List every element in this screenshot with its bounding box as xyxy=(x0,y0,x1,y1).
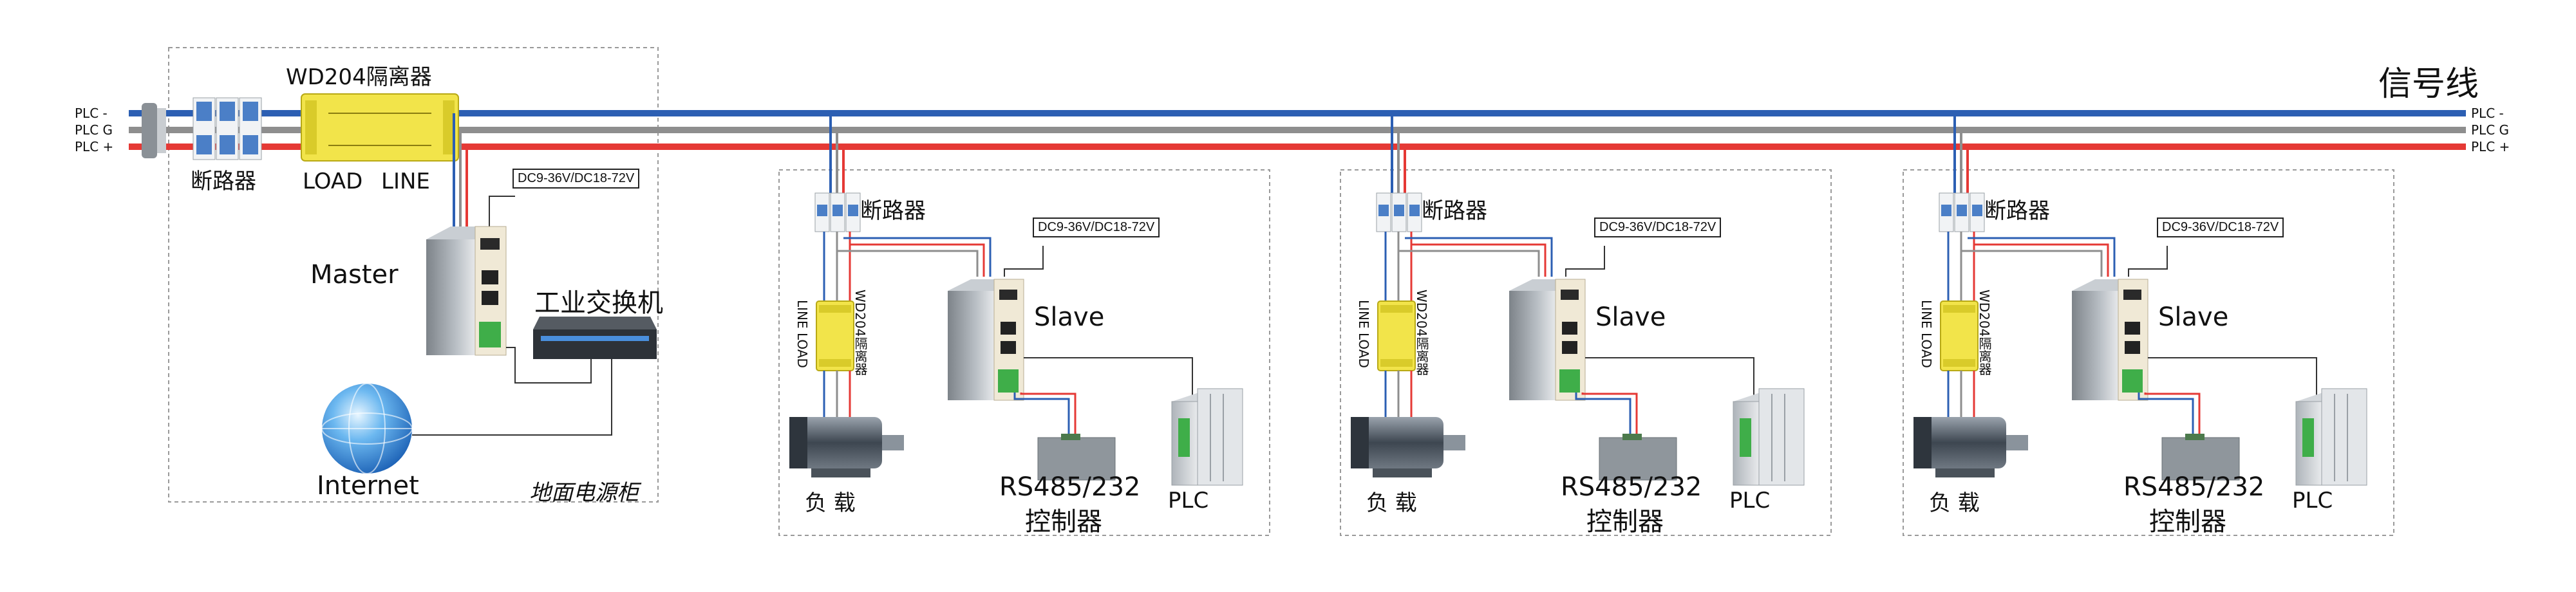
station-isolator-label-1: WD204隔离器 xyxy=(852,290,868,376)
ground-breaker-icon xyxy=(193,97,262,160)
internet-label: Internet xyxy=(317,471,419,501)
switch-label: 工业交换机 xyxy=(534,288,663,318)
industrial-switch-icon xyxy=(533,317,657,359)
station-line-load-label-2: LINE LOAD xyxy=(1356,300,1371,368)
station-2-border xyxy=(1340,169,1832,536)
station-load-label-1: 负 载 xyxy=(805,490,856,516)
station-line-load-label-3: LINE LOAD xyxy=(1919,300,1934,368)
station-breaker-label-3: 断路器 xyxy=(1984,198,2050,224)
station-slave-label-1: Slave xyxy=(1034,302,1105,332)
station-controller-label-1-2: RS485/232 xyxy=(1561,472,1702,502)
internet-globe-icon xyxy=(321,383,413,474)
station-line-load-label-1: LINE LOAD xyxy=(794,300,810,368)
ground-isolator-icon xyxy=(301,93,459,162)
station-controller-label-2-1: 控制器 xyxy=(1025,507,1102,537)
station-plc-label-3: PLC xyxy=(2292,488,2333,513)
ground-isolator-title: WD204隔离器 xyxy=(286,64,432,90)
station-slave-label-3: Slave xyxy=(2158,302,2229,332)
cable-connector-icon xyxy=(142,103,166,158)
station-power-label-3: DC9-36V/DC18-72V xyxy=(2157,217,2284,237)
station-plc-label-2: PLC xyxy=(1729,488,1771,513)
station-controller-label-2-3: 控制器 xyxy=(2149,507,2226,537)
cabinet-label: 地面电源柜 xyxy=(529,480,639,506)
station-breaker-label-1: 断路器 xyxy=(860,198,926,224)
station-plc-label-1: PLC xyxy=(1168,488,1209,513)
station-power-label-1: DC9-36V/DC18-72V xyxy=(1033,217,1160,237)
station-breaker-label-2: 断路器 xyxy=(1422,198,1487,224)
ground-line-label: LINE xyxy=(381,169,430,194)
ground-power-label: DC9-36V/DC18-72V xyxy=(512,169,640,189)
line-label-ground: PLC G xyxy=(75,122,113,138)
line-label-minus: PLC - xyxy=(75,106,108,121)
station-slave-label-2: Slave xyxy=(1595,302,1666,332)
ground-cabinet-border xyxy=(168,47,659,503)
ethernet-links xyxy=(412,347,612,436)
master-feed-lines xyxy=(453,113,515,228)
station-controller-label-2-2: 控制器 xyxy=(1586,507,1664,537)
station-load-label-3: 负 载 xyxy=(1929,490,1980,516)
station-1-border xyxy=(778,169,1270,536)
line-label-ground-right: PLC G xyxy=(2471,122,2510,138)
ground-load-label: LOAD xyxy=(303,169,363,194)
station-3-border xyxy=(1903,169,2394,536)
station-isolator-label-3: WD204隔离器 xyxy=(1977,290,1992,376)
signal-bus xyxy=(129,110,2466,150)
station-power-label-2: DC9-36V/DC18-72V xyxy=(1594,217,1722,237)
station-controller-label-1-3: RS485/232 xyxy=(2123,472,2265,502)
master-device-icon xyxy=(426,226,507,356)
station-drawing-1 xyxy=(789,113,1243,486)
diagram-title: 信号线 xyxy=(2378,65,2479,104)
line-label-plus-right: PLC + xyxy=(2471,139,2510,154)
station-drawing-2 xyxy=(1351,113,1805,486)
line-label-minus-right: PLC - xyxy=(2471,106,2504,121)
station-load-label-2: 负 载 xyxy=(1366,490,1417,516)
line-label-plus: PLC + xyxy=(75,139,114,154)
station-isolator-label-2: WD204隔离器 xyxy=(1414,290,1429,376)
station-controller-label-1-1: RS485/232 xyxy=(999,472,1141,502)
master-label: Master xyxy=(310,260,399,290)
ground-breaker-label: 断路器 xyxy=(191,169,256,194)
station-drawing-3 xyxy=(1913,113,2367,486)
